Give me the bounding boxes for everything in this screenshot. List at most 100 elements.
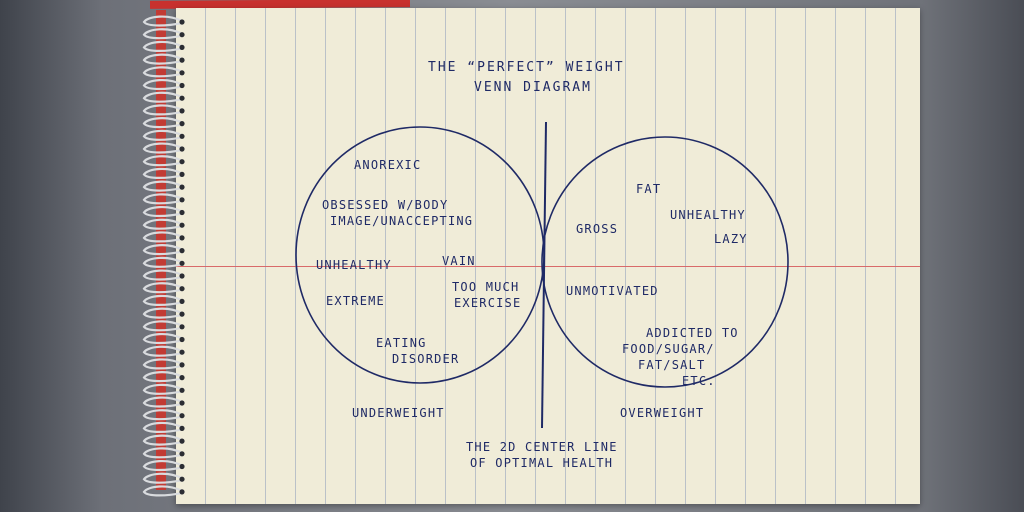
spiral-ring [142,396,183,408]
label-obsessed: OBSESSED W/BODY [322,198,449,212]
spiral-ring [142,434,183,446]
caption-overweight: OVERWEIGHT [620,406,705,420]
spiral-ring [142,231,183,243]
spiral-ring [142,282,183,294]
binding-hole [179,413,185,419]
binding-hole [179,260,185,266]
binding-hole [179,159,185,165]
binding-hole [179,209,185,216]
binding-hole [179,32,185,38]
spiral-ring [142,307,183,319]
binding-hole [179,336,185,343]
binding-hole [179,133,185,139]
binding-hole [179,121,185,127]
spiral-ring [142,167,183,179]
center-line-caption-1: THE 2D CENTER LINE [466,440,618,454]
caption-underweight: UNDERWEIGHT [352,406,445,420]
label-disorder: DISORDER [392,352,460,366]
binding-hole [179,222,185,228]
label-vain: VAIN [442,254,476,268]
spiral-ring [142,40,183,52]
spiral-binding [142,15,185,497]
binding-hole [179,248,185,254]
center-line-caption-2: OF OPTIMAL HEALTH [470,456,614,470]
spiral-ring [142,244,183,256]
red-horizontal-line [176,266,920,267]
label-image-unaccepting: IMAGE/UNACCEPTING [330,214,474,228]
binding-hole [179,57,185,63]
label-eating: EATING [376,336,427,350]
label-fat-salt: FAT/SALT [638,358,706,372]
label-lazy: LAZY [714,232,748,246]
binding-hole [179,171,185,177]
label-etc: ETC. [682,374,716,388]
label-unhealthy-left: UNHEALTHY [316,258,392,272]
label-too-much: TOO MUCH [452,280,520,294]
binding-hole [179,44,185,51]
spiral-ring [142,155,183,167]
spiral-ring [142,104,183,116]
label-unhealthy-right: UNHEALTHY [670,208,746,222]
binding-hole [179,375,185,381]
spiral-ring [142,320,183,332]
label-exercise: EXERCISE [454,296,522,310]
center-line [541,121,547,429]
binding-hole [179,489,185,495]
binding-hole [179,273,185,279]
binding-hole [179,476,185,482]
binding-hole [179,438,185,444]
binding-hole [179,362,185,368]
spiral-ring [142,256,183,268]
spiral-ring [142,460,183,472]
label-unmotivated: UNMOTIVATED [566,284,659,298]
label-fat: FAT [636,182,662,196]
title-line-1: THE “PERFECT” WEIGHT [428,60,625,75]
spiral-ring [142,180,183,192]
label-gross: GROSS [576,222,619,236]
binding-hole [179,19,185,25]
right-circle [541,136,789,388]
binding-hole [179,349,185,355]
binding-hole [179,451,185,457]
binding-hole [179,95,185,101]
spiral-ring [142,485,183,497]
binding-hole [179,425,185,431]
binding-hole [179,82,185,89]
spiral-ring [142,333,183,345]
label-food-sugar: FOOD/SUGAR/ [622,342,715,356]
spiral-ring [142,472,183,484]
binding-hole [179,184,185,190]
spiral-ring [142,117,183,129]
spiral-ring [142,269,183,281]
binding-hole [179,387,185,393]
binding-hole [179,286,185,292]
spiral-ring [142,218,183,230]
spiral-ring [142,371,183,383]
binding-hole [179,70,185,76]
binding-hole [179,400,185,406]
binding-hole [179,298,185,304]
notebook-page [176,8,920,504]
spiral-ring [142,206,183,218]
spiral-ring [142,294,183,306]
binding-hole [179,463,185,470]
spiral-ring [142,409,183,421]
binding-hole [179,108,185,114]
spiral-ring [142,28,183,40]
spiral-ring [142,358,183,370]
binding-hole [179,311,185,317]
spiral-ring [142,129,183,141]
notebook-red-spine [156,10,166,490]
label-addicted-to: ADDICTED TO [646,326,739,340]
label-extreme: EXTREME [326,294,385,308]
title-line-2: VENN DIAGRAM [474,80,592,95]
binding-hole [179,324,185,330]
spiral-ring [142,193,183,205]
spiral-ring [142,447,183,459]
spiral-ring [142,53,183,65]
binding-hole [179,197,185,203]
spiral-ring [142,15,183,27]
label-anorexic: ANOREXIC [354,158,422,172]
spiral-ring [142,383,183,395]
